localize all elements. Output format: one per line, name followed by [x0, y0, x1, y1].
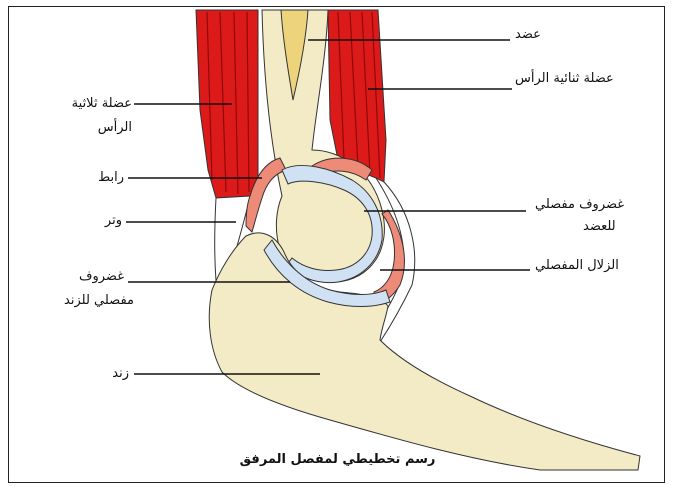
label-ulna-cartilage-line1: غضروف	[79, 268, 124, 285]
label-humerus-cartilage-line1: غضروف مفصلي	[535, 196, 624, 213]
label-ulna: زند	[112, 365, 129, 382]
label-ligament: رابط	[98, 169, 124, 186]
label-humerus: عضد	[515, 26, 541, 43]
label-tendon: وتر	[105, 212, 122, 229]
label-ulna-cartilage-line2: مفصلي للزند	[64, 292, 134, 309]
label-triceps-line1: عضلة ثلاثية	[72, 95, 132, 112]
label-triceps-line2: الرأس	[98, 119, 132, 136]
diagram-caption: رسم تخطيطي لمفصل المرفق	[0, 452, 675, 467]
label-humerus-cartilage-line2: للعضد	[583, 218, 616, 235]
label-synovial: الزلال المفصلي	[535, 257, 619, 274]
label-biceps: عضلة ثنائية الرأس	[515, 70, 614, 87]
